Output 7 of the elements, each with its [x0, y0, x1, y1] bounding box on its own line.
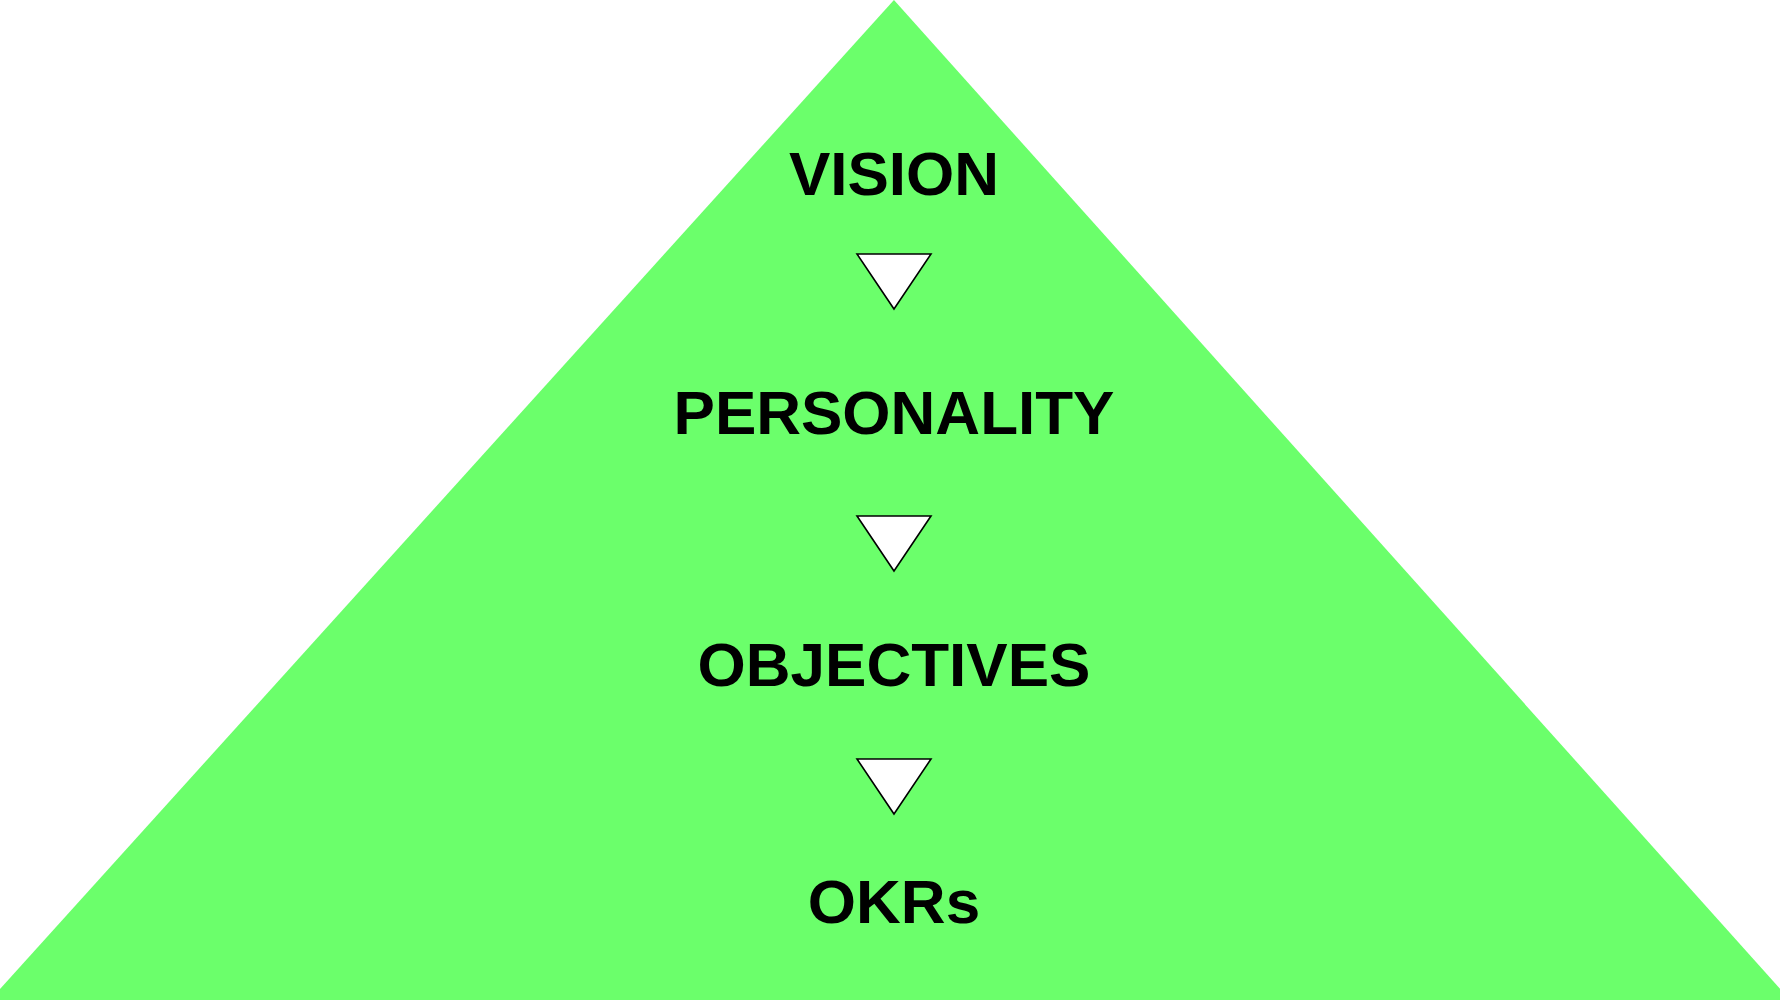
level-label: OBJECTIVES — [697, 634, 1091, 696]
level-label: PERSONALITY — [673, 381, 1115, 444]
down-arrow — [856, 758, 932, 815]
down-arrow — [856, 515, 932, 572]
level-label: VISION — [788, 143, 1000, 205]
level-label: OKRs — [807, 871, 981, 933]
down-arrow — [856, 253, 932, 310]
